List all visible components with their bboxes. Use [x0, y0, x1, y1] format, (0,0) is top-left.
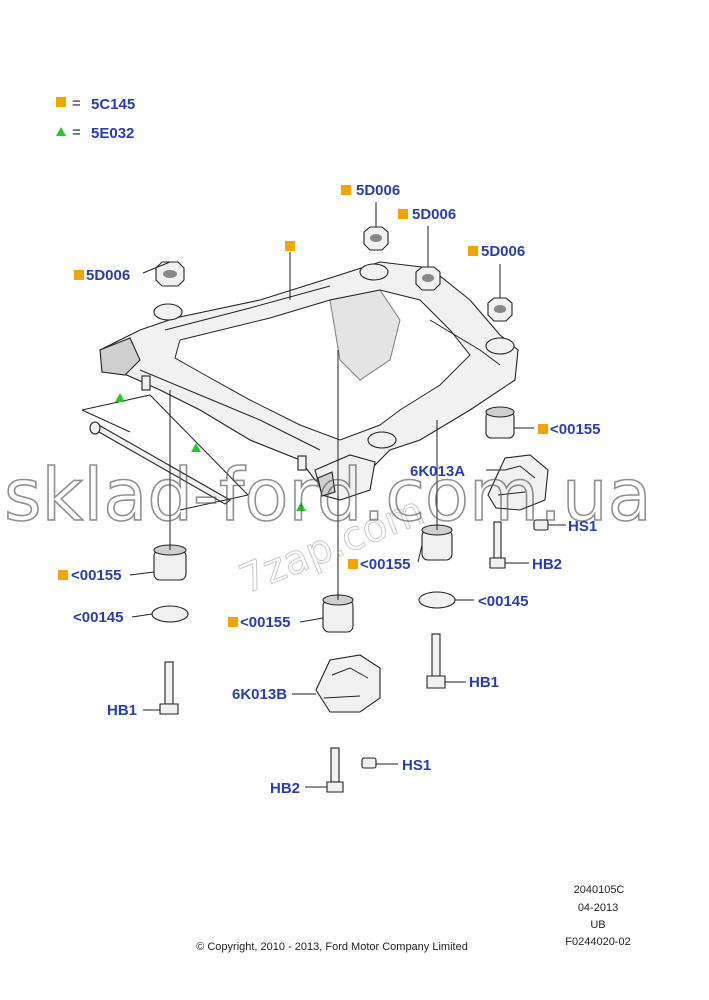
- bushing-center-right[interactable]: [421, 524, 453, 561]
- watermark-main: sklad-ford.com.ua: [4, 453, 652, 537]
- screw-hs1-center[interactable]: [361, 757, 377, 769]
- label-bolt-hb2-right[interactable]: HB2: [532, 556, 562, 573]
- label-bush-right-upper[interactable]: <00155: [550, 421, 600, 438]
- nut-mid[interactable]: [415, 266, 441, 291]
- legend-equals-2: =: [72, 124, 81, 141]
- legend-square-code[interactable]: 5C145: [91, 96, 135, 113]
- label-washer-right[interactable]: <00145: [478, 593, 528, 610]
- nut-top[interactable]: [363, 226, 389, 251]
- bolt-hb2-right[interactable]: [489, 521, 506, 569]
- legend-equals: =: [72, 95, 81, 112]
- label-nut-left[interactable]: 5D006: [86, 267, 130, 284]
- bolt-hb2-center[interactable]: [326, 747, 344, 793]
- nut-right[interactable]: [487, 297, 513, 322]
- mount-6k013a[interactable]: [487, 454, 549, 511]
- bushing-right-upper[interactable]: [485, 406, 515, 439]
- footer-date: 04-2013: [578, 902, 618, 914]
- label-screw-hs1-center[interactable]: HS1: [402, 757, 431, 774]
- bolt-hb1-left[interactable]: [159, 661, 179, 715]
- label-washer-left[interactable]: <00145: [73, 609, 123, 626]
- label-mount-a[interactable]: 6K013A: [410, 463, 465, 480]
- label-bolt-hb2-center[interactable]: HB2: [270, 780, 300, 797]
- label-nut-right[interactable]: 5D006: [481, 243, 525, 260]
- washer-right[interactable]: [418, 591, 456, 609]
- washer-left[interactable]: [151, 605, 189, 623]
- bushing-center[interactable]: [322, 594, 354, 633]
- label-nut-mid[interactable]: 5D006: [412, 206, 456, 223]
- bushing-left[interactable]: [153, 544, 187, 581]
- bolt-hb1-right[interactable]: [426, 633, 446, 689]
- rod-drawing: [81, 375, 307, 511]
- footer-code: 2040105C: [574, 884, 625, 896]
- subframe-drawing: [99, 261, 519, 501]
- triangle-marker-icon: [56, 127, 66, 136]
- leader-lines: [129, 202, 566, 788]
- square-marker-icon: [56, 97, 66, 107]
- label-bush-left[interactable]: <00155: [71, 567, 121, 584]
- label-mount-b[interactable]: 6K013B: [232, 686, 287, 703]
- nut-left[interactable]: [155, 261, 185, 287]
- footer-region: UB: [590, 919, 605, 931]
- square-markers: [58, 185, 548, 627]
- label-bush-center[interactable]: <00155: [240, 614, 290, 631]
- label-screw-hs1-right[interactable]: HS1: [568, 518, 597, 535]
- label-nut-top[interactable]: 5D006: [356, 182, 400, 199]
- label-bush-center-right[interactable]: <00155: [360, 556, 410, 573]
- legend-triangle-code[interactable]: 5E032: [91, 125, 134, 142]
- mount-6k013b[interactable]: [315, 654, 381, 713]
- footer-copyright: © Copyright, 2010 - 2013, Ford Motor Com…: [196, 941, 468, 953]
- label-bolt-hb1-left[interactable]: HB1: [107, 702, 137, 719]
- legend: = 5C145 = 5E032: [56, 95, 135, 142]
- footer-ref: F0244020-02: [565, 936, 630, 948]
- label-bolt-hb1-right[interactable]: HB1: [469, 674, 499, 691]
